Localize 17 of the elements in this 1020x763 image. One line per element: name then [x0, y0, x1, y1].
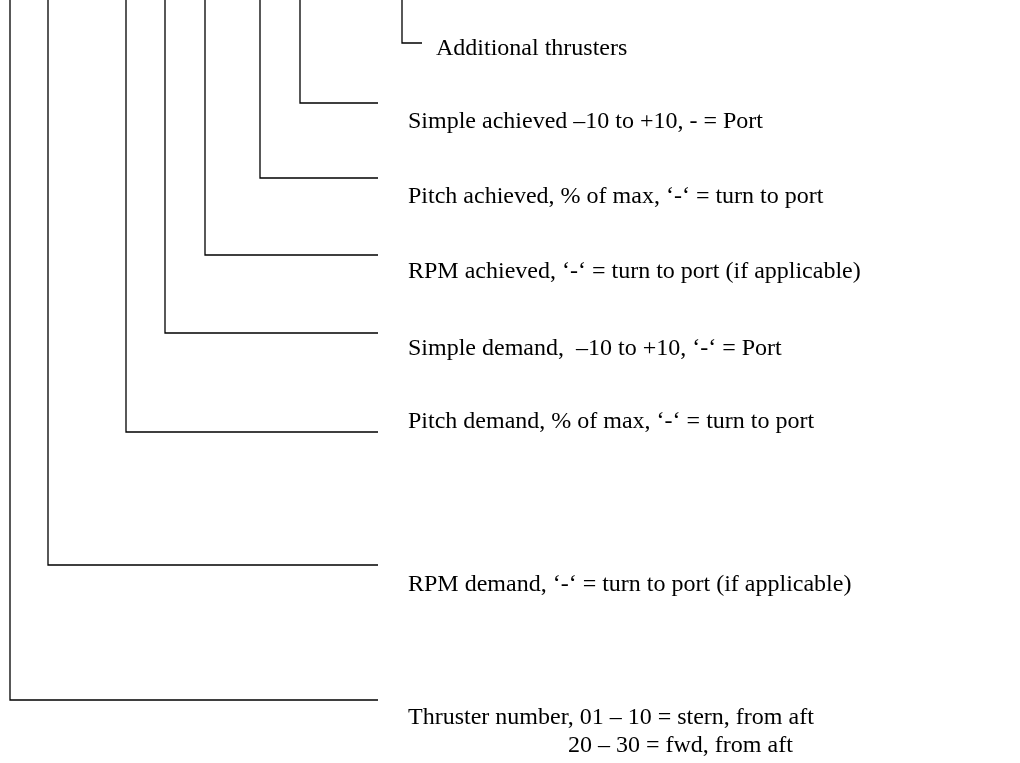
field-description: Simple demand, –10 to +10, ‘-‘ = Port — [408, 333, 782, 361]
field-description: Pitch demand, % of max, ‘-‘ = turn to port — [408, 406, 815, 434]
field-description: RPM achieved, ‘-‘ = turn to port (if applicable) — [408, 256, 861, 284]
field-description: Simple achieved –10 to +10, - = Port — [408, 106, 764, 134]
leader-line — [47, 0, 379, 566]
leader-line — [204, 0, 379, 256]
field-description: Pitch achieved, % of max, ‘-‘ = turn to port — [408, 181, 824, 209]
leader-line — [164, 0, 379, 334]
leader-line — [259, 0, 379, 179]
leader-line — [299, 0, 379, 104]
field-description: RPM demand, ‘-‘ = turn to port (if applicable) — [408, 569, 852, 597]
leader-line — [401, 0, 423, 44]
field-description: Additional thrusters — [436, 33, 628, 61]
leader-line — [125, 0, 379, 433]
leader-line — [9, 0, 379, 701]
field-description: Thruster number, 01 – 10 = stern, from aft — [408, 702, 814, 730]
field-description: 20 – 30 = fwd, from aft — [568, 730, 794, 758]
